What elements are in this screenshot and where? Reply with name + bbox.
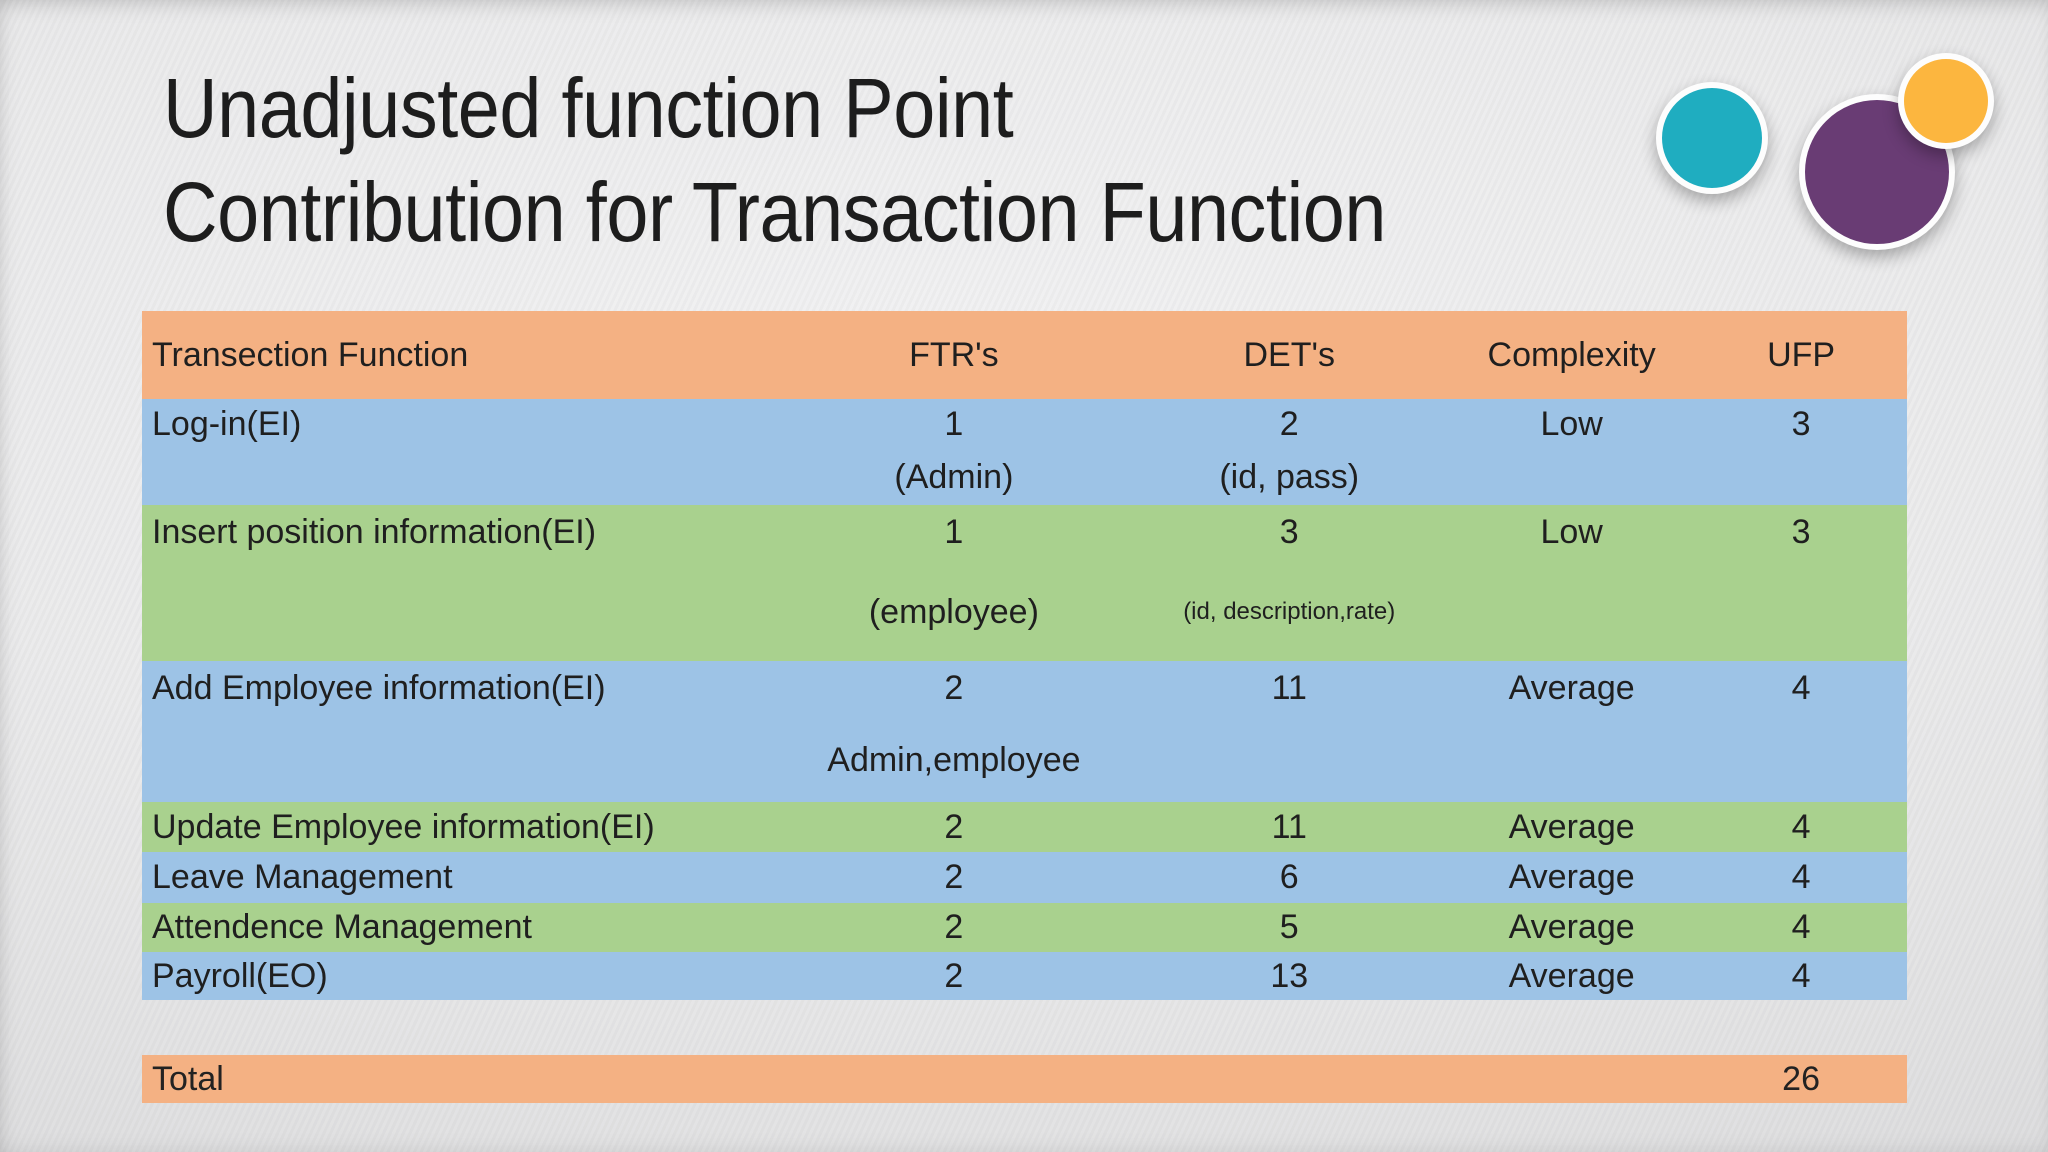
cell-function: Add Employee information(EI)	[152, 669, 606, 707]
slide-title-line2: Contribution for Transaction Function	[163, 165, 1387, 259]
header-det: DET's	[1243, 335, 1335, 374]
table-row: Leave Management 2 6 Average 4	[142, 852, 1907, 903]
cell-ftr: 1	[944, 513, 964, 551]
total-label: Total	[152, 1059, 224, 1098]
cell-complexity: Average	[1508, 669, 1635, 707]
cell-det: 3	[1279, 513, 1299, 551]
cell-function: Update Employee information(EI)	[152, 807, 655, 846]
cell-ufp: 3	[1791, 405, 1811, 443]
cell-det: 13	[1270, 956, 1309, 995]
table-row: Log-in(EI) 1 2 Low 3 (Admin) (id, pass)	[142, 399, 1907, 505]
slide-title: Unadjusted function Point Contribution f…	[163, 56, 1386, 264]
cell-det: 2	[1279, 405, 1299, 443]
table-row: Update Employee information(EI) 2 11 Ave…	[142, 802, 1907, 852]
cell-ufp: 4	[1791, 956, 1811, 995]
cell-complexity: Average	[1508, 956, 1635, 995]
cell-function: Leave Management	[152, 858, 453, 896]
cell-ftr-detail: (Admin)	[894, 458, 1014, 496]
table-row: Add Employee information(EI) 2 11 Averag…	[142, 661, 1907, 802]
cell-ftr: 2	[944, 956, 964, 995]
cell-ftr-detail: (employee)	[868, 593, 1039, 631]
total-value: 26	[1782, 1059, 1820, 1098]
table-row: Payroll(EO) 2 13 Average 4	[142, 952, 1907, 1000]
header-ftr: FTR's	[909, 335, 999, 374]
function-point-table: Transection Function FTR's DET's Complex…	[142, 311, 1907, 1000]
cell-complexity: Low	[1540, 405, 1603, 443]
cell-ftr-detail: Admin,employee	[827, 741, 1081, 779]
header-function: Transection Function	[152, 335, 469, 374]
cell-function: Insert position information(EI)	[152, 513, 597, 551]
table-row: Attendence Management 2 5 Average 4	[142, 903, 1907, 952]
cell-function: Attendence Management	[152, 908, 532, 946]
yellow-circle-decoration	[1898, 53, 1994, 149]
cell-ufp: 4	[1791, 908, 1811, 946]
cell-det: 5	[1279, 908, 1299, 946]
cell-det: 11	[1271, 669, 1307, 707]
cell-det: 11	[1271, 807, 1307, 846]
cell-complexity: Low	[1540, 513, 1603, 551]
teal-circle-decoration	[1656, 82, 1768, 194]
slide-title-line1: Unadjusted function Point	[163, 61, 1014, 155]
table-total-row: Total 26	[142, 1055, 1907, 1103]
cell-ftr: 2	[944, 908, 964, 946]
cell-function: Payroll(EO)	[152, 956, 328, 995]
cell-ufp: 4	[1791, 858, 1811, 896]
table-header-row: Transection Function FTR's DET's Complex…	[142, 311, 1907, 399]
cell-ftr: 2	[944, 858, 964, 896]
cell-det: 6	[1279, 858, 1299, 896]
table-row: Insert position information(EI) 1 3 Low …	[142, 505, 1907, 661]
header-ufp: UFP	[1767, 335, 1836, 374]
cell-ftr: 2	[944, 669, 964, 707]
cell-ufp: 4	[1791, 807, 1811, 846]
cell-ufp: 4	[1791, 669, 1811, 707]
cell-ftr: 1	[944, 405, 964, 443]
cell-complexity: Average	[1508, 807, 1635, 846]
cell-complexity: Average	[1508, 908, 1635, 946]
header-complexity: Complexity	[1487, 335, 1656, 374]
cell-complexity: Average	[1508, 858, 1635, 896]
cell-det-detail: (id, description,rate)	[1183, 598, 1396, 625]
cell-det-detail: (id, pass)	[1219, 458, 1360, 496]
cell-function: Log-in(EI)	[152, 405, 302, 443]
cell-ufp: 3	[1791, 513, 1811, 551]
cell-ftr: 2	[944, 807, 964, 846]
